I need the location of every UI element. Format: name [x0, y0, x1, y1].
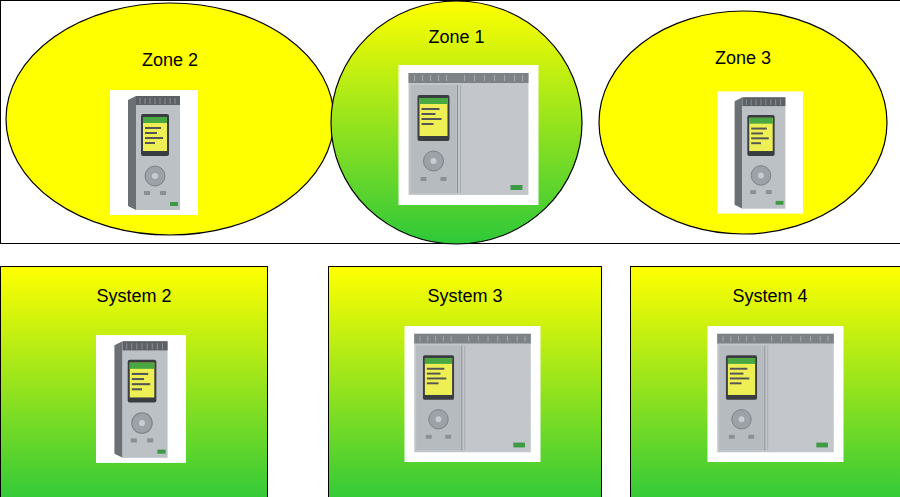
system-box: System 3 — [328, 266, 602, 497]
plc-picture — [110, 90, 198, 215]
zone-label: Zone 3 — [598, 48, 888, 69]
ellipse-outline — [5, 2, 335, 236]
ellipse-outline — [598, 10, 888, 235]
zone-ellipse: Zone 3 — [598, 10, 888, 235]
system-box: System 4 — [630, 266, 900, 497]
zone-label: Zone 1 — [330, 27, 583, 48]
zone-label: System 3 — [329, 286, 601, 307]
plc-picture — [399, 65, 539, 205]
zone-ellipse: Zone 2 — [5, 2, 335, 236]
zone-label: Zone 2 — [5, 50, 335, 71]
plc-picture — [96, 335, 186, 463]
plc-picture — [405, 326, 541, 462]
plc-picture — [717, 91, 803, 213]
frame-line — [0, 0, 1, 243]
zone-label: System 2 — [1, 286, 267, 307]
system-box: System 2 — [0, 266, 268, 497]
zone-ellipse: Zone 1 — [330, 0, 583, 245]
plc-picture — [708, 326, 844, 462]
zone-label: System 4 — [631, 286, 900, 307]
